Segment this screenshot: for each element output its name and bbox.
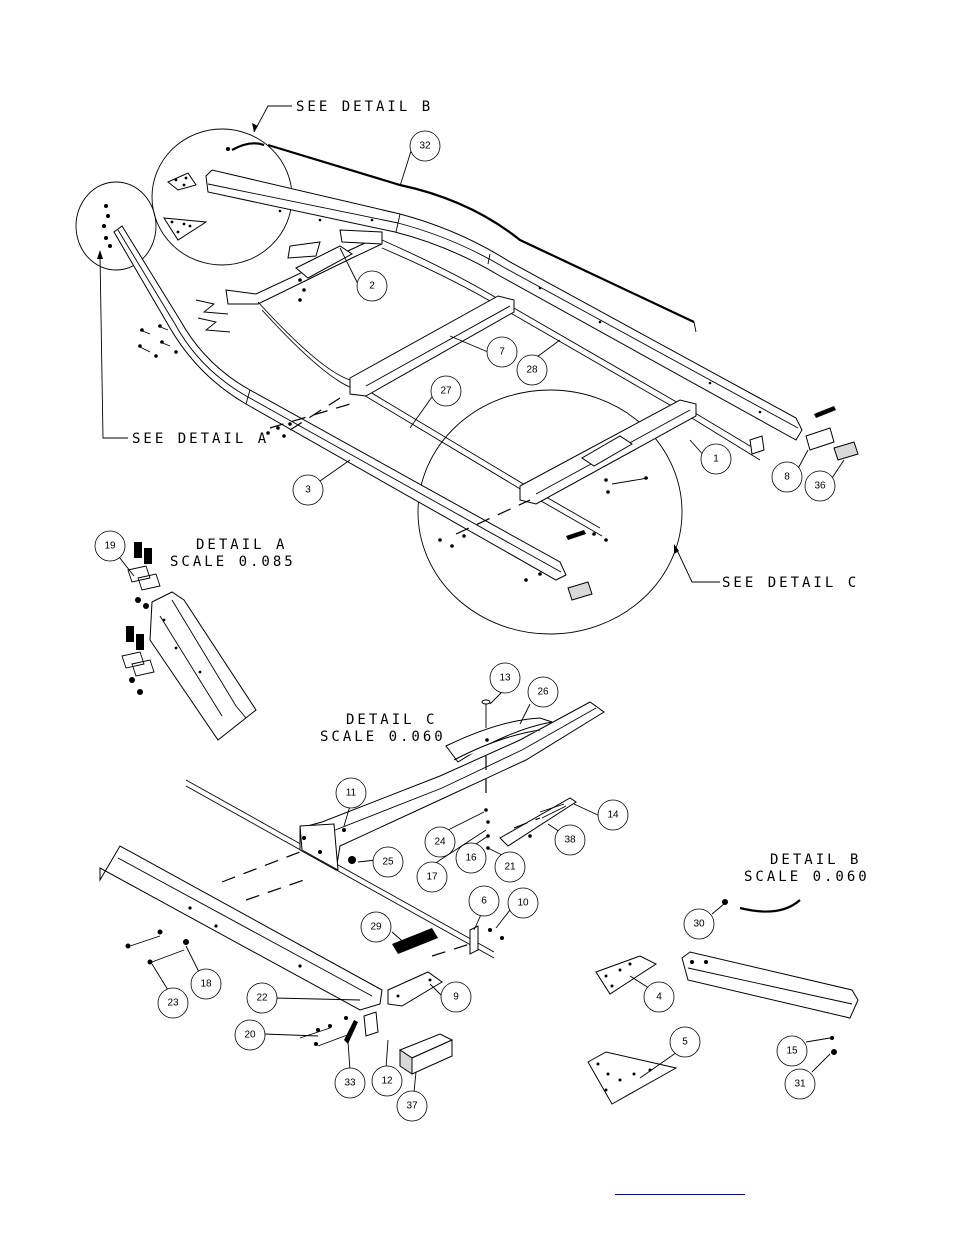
callout-bubble: 8 — [771, 461, 803, 493]
callout-bubble: 36 — [804, 470, 836, 502]
callout-bubble: 29 — [360, 911, 392, 943]
callout-bubble: 30 — [683, 908, 715, 940]
callout-bubble: 1 — [700, 443, 732, 475]
detail-a-title: DETAIL A — [196, 537, 287, 553]
svg-text:22: 22 — [256, 993, 268, 1004]
svg-text:6: 6 — [481, 896, 487, 907]
detail-c-circle — [417, 389, 683, 635]
callout-bubble: 31 — [784, 1068, 816, 1100]
svg-text:19: 19 — [104, 541, 116, 552]
callout-bubble: 32 — [409, 130, 441, 162]
main-assembly — [75, 105, 859, 635]
svg-text:14: 14 — [607, 810, 619, 821]
svg-text:2: 2 — [369, 281, 375, 292]
detail-a-circle — [75, 181, 157, 271]
svg-text:13: 13 — [499, 673, 511, 684]
see-detail-b-label: SEE DETAIL B — [296, 99, 433, 115]
callout-bubble: 10 — [507, 887, 539, 919]
svg-text:20: 20 — [244, 1030, 256, 1041]
svg-text:8: 8 — [784, 472, 790, 483]
svg-text:27: 27 — [440, 386, 452, 397]
detail-b — [587, 899, 859, 1105]
detail-c-title: DETAIL C — [346, 712, 437, 728]
svg-text:23: 23 — [167, 998, 179, 1009]
callout-bubble: 12 — [371, 1065, 403, 1097]
svg-text:32: 32 — [419, 141, 431, 152]
svg-text:17: 17 — [426, 872, 438, 883]
footer-link[interactable] — [615, 1180, 745, 1195]
callout-bubble: 3 — [292, 474, 324, 506]
callout-bubble: 16 — [455, 842, 487, 874]
svg-text:25: 25 — [382, 857, 394, 868]
detail-b-title: DETAIL B — [770, 852, 861, 868]
callout-bubble: 22 — [246, 982, 278, 1014]
svg-text:4: 4 — [656, 992, 662, 1003]
callout-bubble: 38 — [554, 824, 586, 856]
svg-text:10: 10 — [517, 898, 529, 909]
svg-text:3: 3 — [305, 485, 311, 496]
callout-bubble: 2 — [356, 270, 388, 302]
svg-text:28: 28 — [526, 365, 538, 376]
callout-bubble: 23 — [157, 987, 189, 1019]
svg-text:24: 24 — [434, 837, 446, 848]
see-detail-c-label: SEE DETAIL C — [722, 575, 859, 591]
callout-bubble: 37 — [396, 1090, 428, 1122]
callout-bubble: 13 — [489, 662, 521, 694]
detail-b-scale: SCALE 0.060 — [744, 869, 870, 885]
detail-a — [121, 542, 257, 741]
callout-bubble: 14 — [597, 799, 629, 831]
callout-bubble: 6 — [468, 885, 500, 917]
callout-bubble: 28 — [516, 354, 548, 386]
svg-text:7: 7 — [499, 347, 505, 358]
svg-text:38: 38 — [564, 835, 576, 846]
callout-bubble: 20 — [234, 1019, 266, 1051]
callout-bubble: 11 — [335, 777, 367, 809]
callout-bubble: 4 — [643, 981, 675, 1013]
callout-bubble: 24 — [424, 826, 456, 858]
svg-text:21: 21 — [504, 862, 516, 873]
see-detail-a-label: SEE DETAIL A — [132, 431, 269, 447]
labels: SEE DETAIL B SEE DETAIL A SEE DETAIL C D… — [132, 99, 870, 885]
svg-text:16: 16 — [465, 853, 477, 864]
svg-text:1: 1 — [713, 454, 719, 465]
callout-bubble: 19 — [94, 530, 126, 562]
svg-text:11: 11 — [346, 788, 357, 799]
svg-text:37: 37 — [406, 1101, 418, 1112]
svg-text:9: 9 — [453, 992, 459, 1003]
callout-bubble: 9 — [440, 981, 472, 1013]
svg-text:33: 33 — [344, 1078, 356, 1089]
callout-bubble: 15 — [776, 1035, 808, 1067]
callout-bubble: 21 — [494, 851, 526, 883]
svg-text:18: 18 — [200, 979, 212, 990]
svg-text:30: 30 — [693, 919, 705, 930]
svg-text:31: 31 — [794, 1079, 806, 1090]
detail-a-scale: SCALE 0.085 — [170, 554, 296, 570]
svg-text:26: 26 — [537, 687, 549, 698]
callout-bubble: 5 — [669, 1026, 701, 1058]
svg-text:15: 15 — [786, 1046, 798, 1057]
svg-text:36: 36 — [814, 481, 826, 492]
callout-bubble: 18 — [190, 968, 222, 1000]
callout-bubble: 25 — [372, 846, 404, 878]
callout-bubbles: 32 2 7 28 27 1 3 8 36 19 13 26 11 24 16 … — [94, 130, 836, 1122]
svg-text:29: 29 — [370, 922, 382, 933]
callout-bubble: 17 — [416, 861, 448, 893]
svg-text:12: 12 — [381, 1076, 393, 1087]
detail-c-scale: SCALE 0.060 — [320, 729, 446, 745]
detail-c — [99, 699, 605, 1075]
callout-bubble: 26 — [527, 676, 559, 708]
callout-bubble: 33 — [334, 1067, 366, 1099]
callout-bubble: 7 — [486, 336, 518, 368]
callout-bubble: 27 — [430, 375, 462, 407]
svg-text:5: 5 — [682, 1037, 688, 1048]
